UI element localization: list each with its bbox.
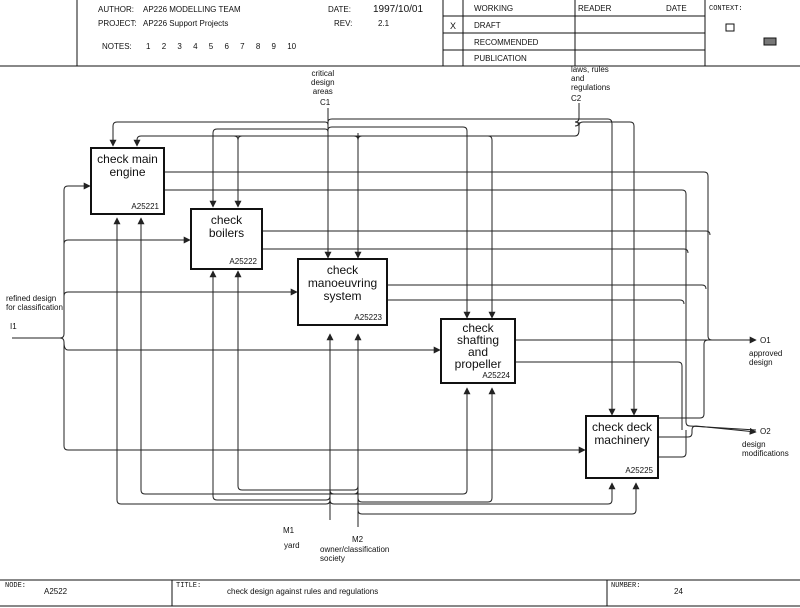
title-label: TITLE: — [176, 582, 202, 590]
o1-code: O1 — [760, 336, 771, 345]
note-7: 7 — [240, 42, 245, 51]
number-value: 24 — [674, 587, 683, 596]
activity-box-boilers[interactable]: check boilers A25222 — [190, 208, 263, 270]
number-label: NUMBER: — [611, 582, 641, 590]
c1-label: critical design areas — [311, 69, 335, 96]
rev-value: 2.1 — [378, 19, 390, 28]
header-frame — [0, 0, 800, 67]
notes-list: 1 2 3 4 5 6 7 8 9 10 — [146, 42, 296, 51]
o1-label: approved design — [749, 349, 783, 367]
note-5: 5 — [208, 42, 214, 51]
footer-frame — [0, 579, 800, 607]
notes-label: NOTES: — [102, 42, 132, 51]
output-arrows — [165, 171, 757, 458]
o2-label: design modifications — [742, 440, 789, 458]
note-1: 1 — [146, 42, 151, 51]
reader-label: READER — [578, 4, 612, 13]
activity-id: A25225 — [625, 466, 653, 475]
activity-label: check deck machinery — [591, 420, 653, 447]
m2-label: owner/classification society — [320, 545, 390, 563]
activity-label: check boilers — [208, 213, 245, 240]
activity-id: A25221 — [131, 202, 159, 211]
o2-code: O2 — [760, 427, 771, 436]
note-9: 9 — [271, 42, 276, 51]
c1-code: C1 — [320, 98, 331, 107]
input-i1-arrows — [12, 182, 586, 454]
m1-label: yard — [284, 541, 300, 550]
reader-date-label: DATE — [666, 4, 687, 13]
activity-id: A25223 — [354, 313, 382, 322]
activity-label: check manoeuvring system — [307, 263, 378, 303]
c2-label: laws, rules and regulations — [571, 65, 611, 92]
control-c2-arrows — [133, 103, 638, 416]
author-value: AP226 MODELLING TEAM — [143, 5, 241, 14]
status-draft: DRAFT — [474, 21, 501, 30]
rev-label: REV: — [334, 19, 353, 28]
date-value: 1997/10/01 — [373, 4, 424, 15]
i1-label: refined design for classification — [6, 294, 63, 312]
note-2: 2 — [161, 42, 167, 51]
note-8: 8 — [255, 42, 261, 51]
m2-code: M2 — [352, 535, 364, 544]
note-10: 10 — [287, 42, 297, 51]
note-4: 4 — [193, 42, 198, 51]
author-label: AUTHOR: — [98, 5, 134, 14]
activity-box-main-engine[interactable]: check main engine A25221 — [90, 147, 165, 215]
activity-box-manoeuvring-system[interactable]: check manoeuvring system A25223 — [297, 258, 388, 326]
activity-label: check main engine — [97, 152, 158, 179]
mechanism-m2-arrows — [137, 217, 640, 527]
status-working: WORKING — [474, 4, 514, 13]
c2-code: C2 — [571, 94, 582, 103]
activity-label: check shafting and propeller — [454, 321, 502, 371]
activity-id: A25222 — [229, 257, 257, 266]
status-recommended: RECOMMENDED — [474, 38, 539, 47]
diagram-title: check design against rules and regulatio… — [227, 587, 379, 596]
status-publication: PUBLICATION — [474, 54, 527, 63]
activity-box-shafting-propeller[interactable]: check shafting and propeller A25224 — [440, 318, 516, 384]
context-label: CONTEXT: — [709, 5, 743, 13]
project-value: AP226 Support Projects — [143, 19, 229, 28]
note-3: 3 — [177, 42, 182, 51]
node-label: NODE: — [5, 582, 27, 590]
node-value: A2522 — [44, 587, 68, 596]
status-draft-mark: X — [450, 21, 457, 31]
mechanism-m1-arrows — [113, 217, 616, 520]
activity-box-deck-machinery[interactable]: check deck machinery A25225 — [585, 415, 659, 479]
date-label: DATE: — [328, 5, 351, 14]
m1-code: M1 — [283, 526, 295, 535]
activity-id: A25224 — [482, 371, 510, 380]
note-6: 6 — [224, 42, 229, 51]
i1-code: I1 — [10, 322, 17, 331]
project-label: PROJECT: — [98, 19, 137, 28]
arrow-network — [12, 103, 757, 527]
